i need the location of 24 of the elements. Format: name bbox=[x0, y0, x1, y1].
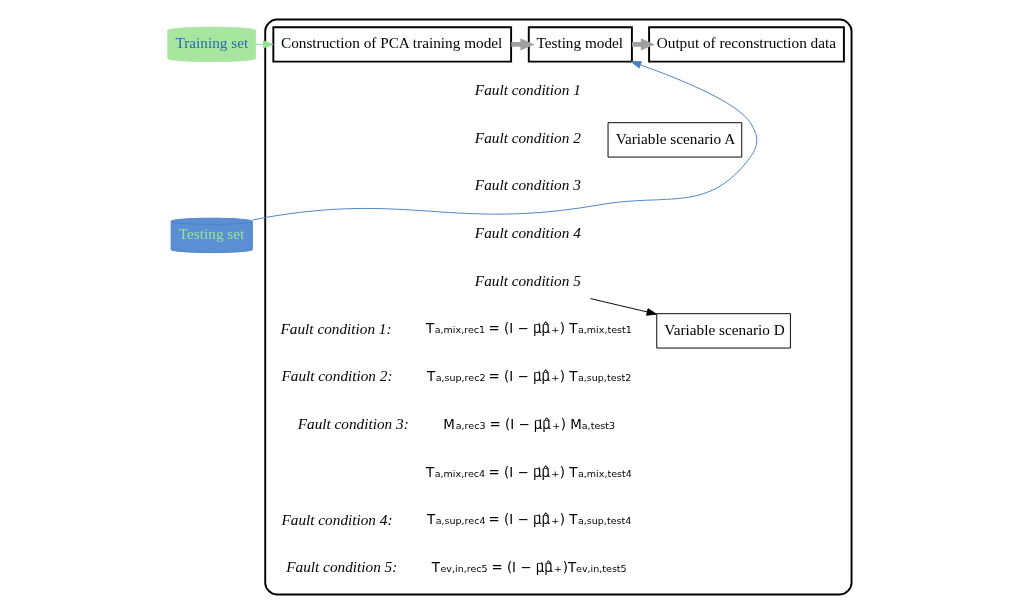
label: Fault condition 2 bbox=[474, 128, 581, 146]
label: Tev,in,rec5 = (I − μ⃗μ̂⃗+)Tev,in,test5 bbox=[431, 560, 627, 576]
arrow bbox=[251, 61, 758, 221]
node-box: Testing model bbox=[527, 26, 633, 63]
node-text: Fault condition 5 bbox=[474, 271, 581, 289]
label: Ta,sup,rec4 = (I − μ⃗μ̂⃗+) Ta,sup,test4 bbox=[427, 512, 632, 528]
node-box: Variable scenario D bbox=[656, 313, 791, 349]
arrow bbox=[589, 298, 658, 316]
label: Ta,mix,rec4 = (I − μ⃗μ̂⃗+) Ta,mix,test4 bbox=[426, 464, 632, 480]
label: Fault condition 5: bbox=[286, 558, 398, 576]
arrow bbox=[255, 40, 274, 49]
label: Ta,mix,rec1 = (I − μ⃗μ̂⃗+) Ta,mix,test1 bbox=[426, 321, 632, 337]
label: Fault condition 2: bbox=[281, 367, 393, 385]
label: Fault condition 1 bbox=[474, 80, 581, 98]
label: Ta,sup,rec2 = (I − μ⃗μ̂⃗+) Ta,sup,test2 bbox=[427, 369, 632, 385]
label: Fault condition 4: bbox=[281, 510, 393, 528]
label: Fault condition 3 bbox=[474, 176, 581, 194]
node-box: Output of reconstruction data bbox=[648, 26, 845, 63]
label: Fault condition 3: bbox=[297, 415, 409, 433]
node-box: Construction of PCA training model bbox=[272, 26, 513, 63]
label: Fault condition 1: bbox=[280, 319, 392, 337]
label: Ma,rec3 = (I − μ⃗μ̂⃗+) Ma,test3 bbox=[443, 416, 616, 432]
label: Fault condition 4 bbox=[474, 224, 581, 242]
node-box: Variable scenario A bbox=[607, 122, 743, 158]
